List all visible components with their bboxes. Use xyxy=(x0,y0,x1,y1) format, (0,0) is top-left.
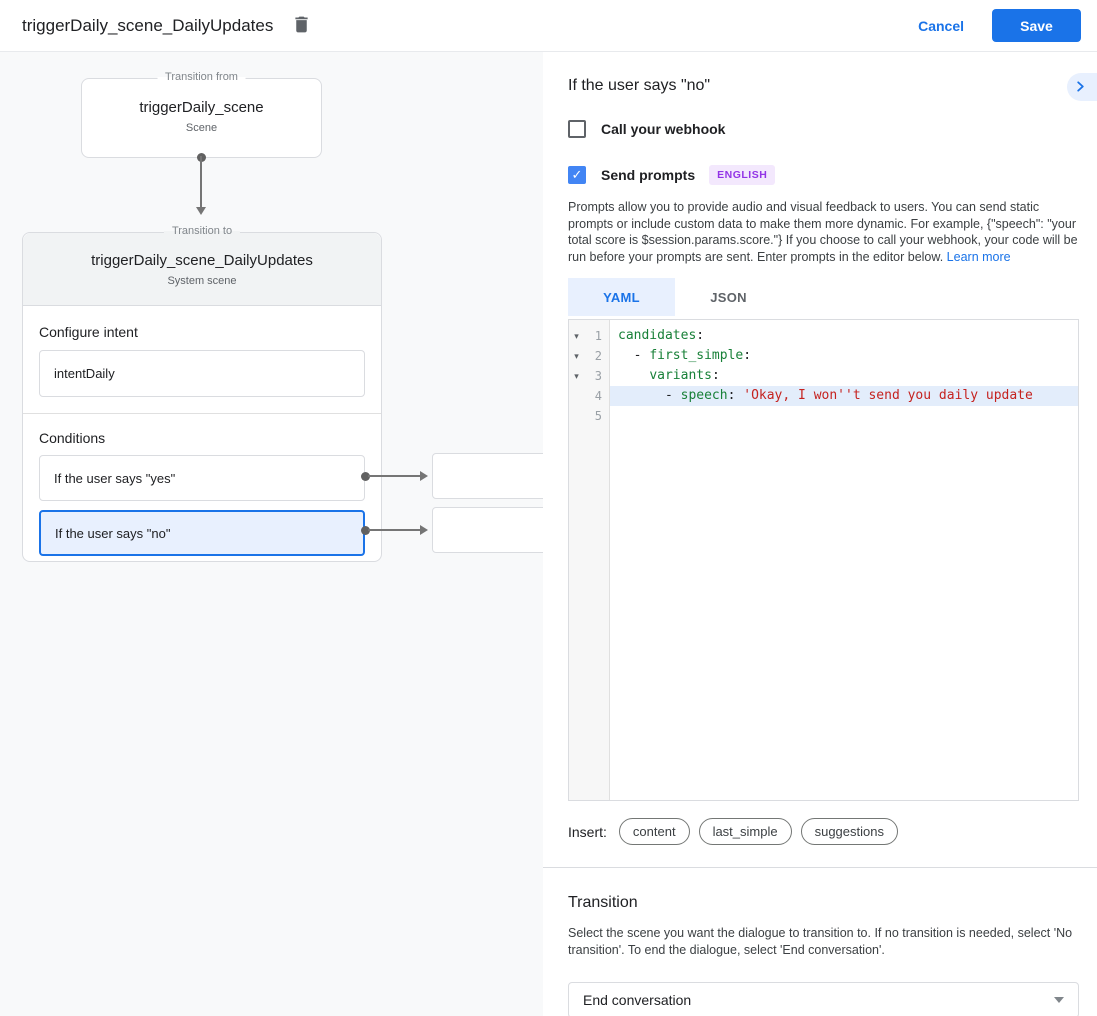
connector-line-vertical xyxy=(200,156,202,208)
trash-icon xyxy=(291,14,312,38)
arrow-right-icon-no xyxy=(420,525,428,535)
fold-arrow-icon[interactable]: ▾ xyxy=(574,371,579,381)
app-header: triggerDaily_scene_DailyUpdates Cancel S… xyxy=(0,0,1097,52)
dropdown-caret-icon xyxy=(1054,997,1064,1003)
code-line[interactable] xyxy=(610,406,1078,426)
from-scene-type: Scene xyxy=(185,122,218,134)
code-line[interactable]: - speech: 'Okay, I won''t send you daily… xyxy=(610,386,1078,406)
page-title: triggerDaily_scene_DailyUpdates xyxy=(22,15,274,35)
condition-no-output-dot xyxy=(361,525,370,535)
connector-line-no xyxy=(368,529,421,531)
editor-format-tabs: YAML JSON xyxy=(568,278,1079,316)
insert-chip-content[interactable]: content xyxy=(618,818,690,845)
insert-chip-last-simple[interactable]: last_simple xyxy=(698,818,792,845)
fold-arrow-icon[interactable]: ▾ xyxy=(574,331,579,341)
tab-yaml[interactable]: YAML xyxy=(568,278,675,316)
code-line[interactable]: variants: xyxy=(610,366,1078,386)
transition-to-legend: Transition to xyxy=(163,225,241,237)
code-token-key: candidates xyxy=(618,328,697,343)
gutter-row: ▾3 xyxy=(569,366,609,386)
arrow-right-icon-yes xyxy=(420,471,428,481)
transition-select-value: End conversation xyxy=(583,992,692,1008)
line-number: 5 xyxy=(594,409,602,423)
scene-graph-canvas: Transition from triggerDaily_scene Scene… xyxy=(0,52,543,1016)
chevron-right-icon xyxy=(1075,80,1086,95)
cancel-button[interactable]: Cancel xyxy=(918,17,964,34)
line-number: 4 xyxy=(594,389,602,403)
editor-code[interactable]: candidates: - first_simple: variants: - … xyxy=(610,320,1078,800)
save-button[interactable]: Save xyxy=(992,9,1081,42)
gutter-row: ▾2 xyxy=(569,346,609,366)
send-prompts-checkbox-row[interactable]: ✓ Send prompts ENGLISH xyxy=(568,165,1079,185)
webhook-checkbox[interactable] xyxy=(568,120,586,138)
intent-field[interactable]: intentDaily xyxy=(39,350,365,397)
code-token-plain xyxy=(618,368,649,383)
send-prompts-label: Send prompts xyxy=(601,167,696,183)
code-token-key: variants xyxy=(649,368,712,383)
transition-description: Select the scene you want the dialogue t… xyxy=(568,926,1073,957)
code-token-key: first_simple xyxy=(649,348,744,363)
target-node-no[interactable] xyxy=(432,507,543,553)
collapse-panel-button[interactable] xyxy=(1067,73,1097,101)
code-token-plain: : xyxy=(743,348,752,363)
prompts-description: Prompts allow you to provide audio and v… xyxy=(568,199,1079,265)
code-token-plain: : xyxy=(727,388,744,403)
to-scene-header: triggerDaily_scene_DailyUpdates System s… xyxy=(23,233,381,306)
section-divider xyxy=(543,867,1097,868)
condition-title: If the user says "no" xyxy=(568,77,711,94)
fold-arrow-icon[interactable]: ▾ xyxy=(574,351,579,361)
code-line[interactable]: - first_simple: xyxy=(610,346,1078,366)
tab-json[interactable]: JSON xyxy=(675,278,782,316)
card-divider xyxy=(23,413,381,414)
condition-yes-output-dot xyxy=(361,471,370,481)
transition-from-node[interactable]: Transition from triggerDaily_scene Scene xyxy=(81,71,322,158)
webhook-checkbox-row[interactable]: Call your webhook xyxy=(568,120,1079,138)
transition-select[interactable]: End conversation xyxy=(568,982,1079,1016)
code-token-string: 'Okay, I won''t send you daily update xyxy=(743,388,1033,403)
condition-row-yes[interactable]: If the user says "yes" xyxy=(39,455,365,501)
line-number: 1 xyxy=(594,329,602,343)
line-number: 3 xyxy=(594,369,602,383)
insert-row: Insert: content last_simple suggestions xyxy=(568,818,1079,845)
prompts-description-text: Prompts allow you to provide audio and v… xyxy=(568,200,1078,264)
code-token-plain: : xyxy=(711,368,720,383)
conditions-section: Conditions If the user says "yes" If the… xyxy=(23,414,381,572)
transition-section: Transition Select the scene you want the… xyxy=(543,868,1097,1016)
condition-row-no[interactable]: If the user says "no" xyxy=(39,510,365,556)
gutter-row: 5 xyxy=(569,406,609,426)
code-token-plain: - xyxy=(618,388,681,403)
insert-chip-suggestions[interactable]: suggestions xyxy=(800,818,898,845)
connector-line-yes xyxy=(368,475,421,477)
code-token-key: speech xyxy=(680,388,728,403)
webhook-label: Call your webhook xyxy=(601,121,726,137)
target-node-yes[interactable] xyxy=(432,453,543,499)
conditions-label: Conditions xyxy=(39,430,106,446)
transition-from-legend: Transition from xyxy=(157,71,246,83)
transition-to-card: Transition to triggerDaily_scene_DailyUp… xyxy=(22,225,382,562)
arrow-down-icon xyxy=(196,207,206,215)
to-scene-name: triggerDaily_scene_DailyUpdates xyxy=(91,252,313,269)
transition-title: Transition xyxy=(568,894,638,911)
send-prompts-checkbox[interactable]: ✓ xyxy=(568,166,586,184)
condition-editor-panel: If the user says "no" Call your webhook … xyxy=(543,52,1097,1016)
code-token-plain: - xyxy=(618,348,650,363)
to-scene-type: System scene xyxy=(167,275,237,287)
configure-intent-label: Configure intent xyxy=(39,324,138,340)
delete-scene-button[interactable] xyxy=(291,14,312,38)
gutter-row: 4 xyxy=(569,386,609,406)
from-scene-name: triggerDaily_scene xyxy=(139,99,264,116)
code-token-plain: : xyxy=(696,328,705,343)
line-number: 2 xyxy=(594,349,602,363)
learn-more-link[interactable]: Learn more xyxy=(946,249,1011,264)
insert-label: Insert: xyxy=(568,823,607,840)
code-line[interactable]: candidates: xyxy=(610,326,1078,346)
language-badge: ENGLISH xyxy=(709,165,776,185)
gutter-row: ▾1 xyxy=(569,326,609,346)
configure-intent-section: Configure intent intentDaily xyxy=(23,306,381,413)
